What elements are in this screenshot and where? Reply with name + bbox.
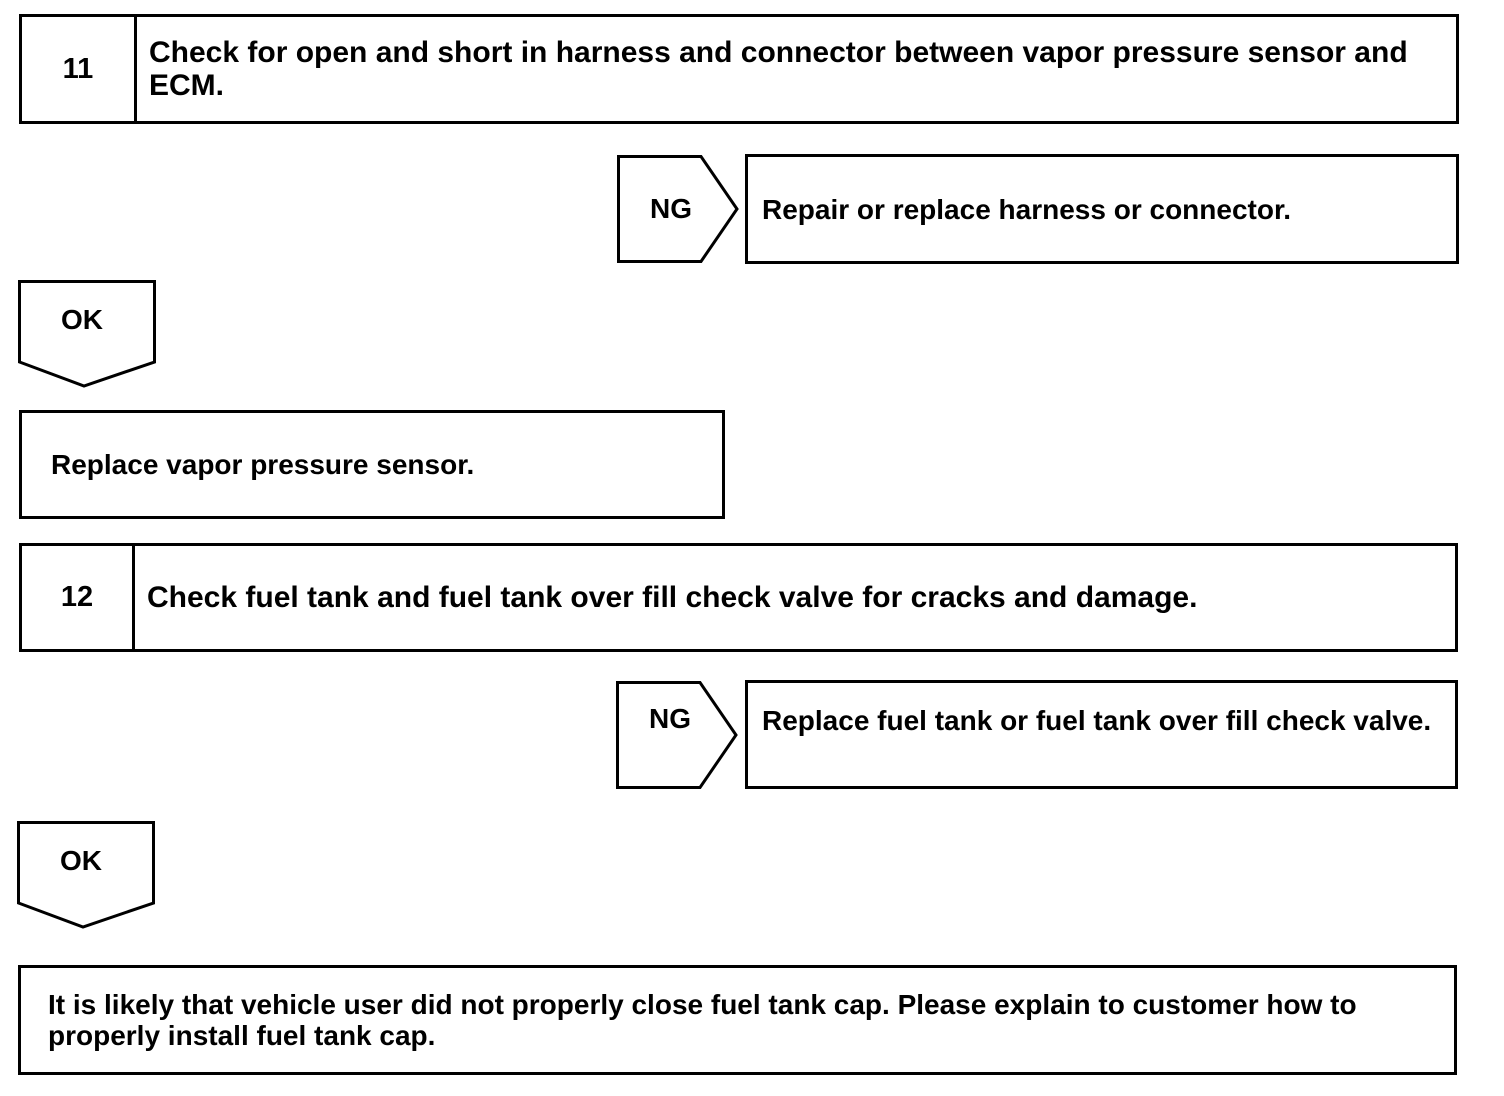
ng-arrow-12: NG xyxy=(616,681,740,789)
ok-result-box-12: It is likely that vehicle user did not p… xyxy=(18,965,1457,1075)
step-number: 11 xyxy=(22,17,137,121)
step-11-box: 11 Check for open and short in harness a… xyxy=(19,14,1459,124)
step-instruction: Check fuel tank and fuel tank over fill … xyxy=(135,546,1455,649)
ng-arrow-shape xyxy=(617,155,739,263)
ng-label: NG xyxy=(650,193,692,224)
ok-arrow-12: OK xyxy=(17,821,157,931)
step-instruction-text: Check for open and short in harness and … xyxy=(149,36,1408,102)
ok-action-text: It is likely that vehicle user did not p… xyxy=(48,989,1357,1051)
step-number: 12 xyxy=(22,546,135,649)
step-12-box: 12 Check fuel tank and fuel tank over fi… xyxy=(19,543,1458,652)
ok-arrow-shape xyxy=(17,821,155,929)
step-instruction: Check for open and short in harness and … xyxy=(137,17,1456,121)
ng-arrow-shape xyxy=(616,681,738,789)
ok-arrow-shape xyxy=(18,280,156,388)
ok-action-text: Replace vapor pressure sensor. xyxy=(51,449,475,480)
ok-result-box-11: Replace vapor pressure sensor. xyxy=(19,410,725,519)
step-instruction-text: Check fuel tank and fuel tank over fill … xyxy=(147,581,1198,614)
ng-result-box-11: Repair or replace harness or connector. xyxy=(745,154,1459,264)
ok-arrow-11: OK xyxy=(18,280,158,390)
ng-action-text: Replace fuel tank or fuel tank over fill… xyxy=(762,705,1432,736)
ng-arrow-11: NG xyxy=(617,155,741,263)
ng-label: NG xyxy=(649,703,691,734)
ng-result-box-12: Replace fuel tank or fuel tank over fill… xyxy=(745,680,1458,789)
ok-label: OK xyxy=(60,845,102,876)
ng-action-text: Repair or replace harness or connector. xyxy=(762,193,1292,225)
ok-label: OK xyxy=(61,304,103,335)
